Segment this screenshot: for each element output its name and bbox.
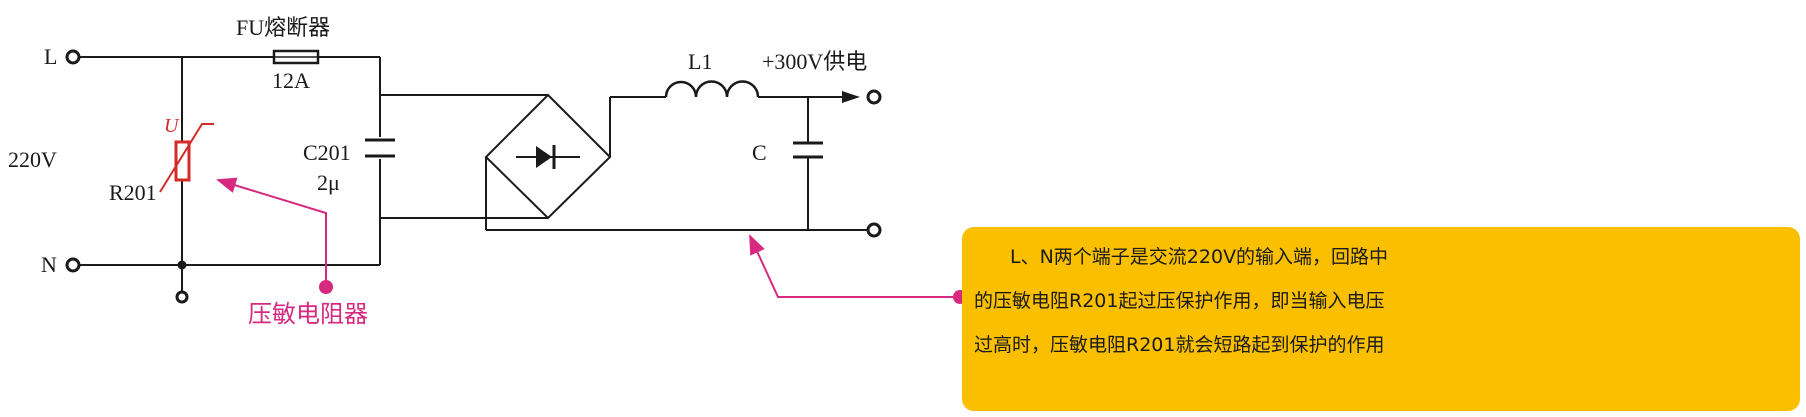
label-c: C	[752, 140, 767, 165]
fuse	[272, 49, 320, 65]
varistor-r201	[159, 123, 214, 193]
terminal-bottom	[175, 290, 189, 304]
label-c201: C201	[303, 140, 351, 165]
terminal-n	[65, 257, 81, 273]
callout-line-1: L、N两个端子是交流220V的输入端，回路中	[1010, 246, 1388, 268]
label-varistor-annotation: 压敏电阻器	[248, 300, 368, 328]
junction-dot	[177, 260, 187, 270]
terminal-output-negative	[866, 222, 882, 238]
output-arrow-icon	[842, 91, 860, 103]
terminal-l	[65, 49, 81, 65]
label-l: L	[44, 44, 57, 69]
label-varistor: R201	[109, 180, 157, 205]
callout-pointer	[749, 234, 967, 304]
terminal-output-positive	[866, 89, 882, 105]
label-l1: L1	[688, 49, 712, 74]
label-n: N	[41, 252, 57, 277]
label-varistor-symbol: U	[164, 115, 180, 137]
annotation-varistor	[216, 177, 333, 294]
callout-box	[962, 227, 1800, 411]
bridge-rectifier	[484, 93, 612, 220]
callout-line-3: 过高时，压敏电阻R201就会短路起到保护的作用	[974, 334, 1384, 356]
wires	[79, 56, 868, 292]
label-fuse-rating: 12A	[272, 68, 310, 93]
label-c201-value: 2μ	[317, 170, 340, 195]
label-input-voltage: 220V	[8, 147, 57, 172]
capacitor-c201	[365, 138, 395, 158]
label-output-voltage: +300V供电	[762, 49, 867, 74]
callout-line-2: 的压敏电阻R201起过压保护作用，即当输入电压	[974, 290, 1384, 312]
inductor-l1	[664, 80, 760, 98]
capacitor-c	[793, 141, 823, 159]
label-fuse: FU熔断器	[236, 15, 330, 40]
